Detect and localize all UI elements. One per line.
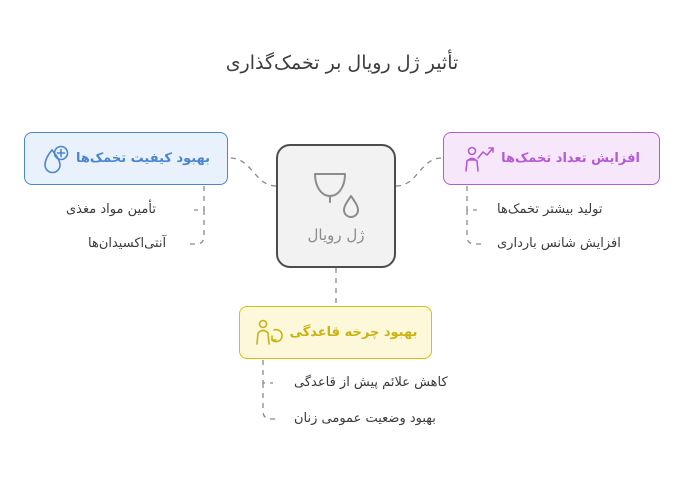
connector-cycle-item-1 (262, 360, 273, 384)
center-node: ژل رویال (276, 144, 396, 268)
center-label: ژل رویال (307, 226, 365, 244)
quality-item-1: تأمین مواد مغذی (66, 202, 156, 217)
branch-count-node: افزایش تعداد تخمک‌ها (443, 132, 660, 185)
branch-cycle-label: بهبود چرخه قاعدگی (289, 325, 418, 340)
branch-count-label: افزایش تعداد تخمک‌ها (501, 151, 640, 166)
diagram-title: تأثیر ژل رویال بر تخمک‌گذاری (225, 52, 459, 74)
menstrual-cup-icon (314, 173, 359, 218)
connector-center-count (395, 157, 443, 187)
connector-cycle-item-2 (262, 383, 279, 420)
person-growth-icon (465, 146, 494, 172)
connector-center-quality (229, 157, 277, 187)
branch-quality-label: بهبود کیفیت تخمک‌ها (75, 151, 211, 166)
count-item-2: افزایش شانس بارداری (497, 236, 621, 251)
connector-quality-item-2 (188, 210, 205, 245)
count-item-1: تولید بیشتر تخمک‌ها (497, 202, 603, 217)
connector-quality-item-1 (194, 186, 205, 211)
branch-cycle-node: بهبود چرخه قاعدگی (239, 306, 432, 359)
egg-plus-icon (44, 145, 69, 173)
connector-count-item-1 (466, 186, 477, 211)
branch-quality-node: بهبود کیفیت تخمک‌ها (24, 132, 228, 185)
connector-count-item-2 (466, 210, 483, 245)
quality-item-2: آنتی‌اکسیدان‌ها (88, 236, 167, 251)
person-cycle-icon (255, 319, 283, 345)
cycle-item-1: کاهش علائم پیش از قاعدگی (294, 375, 448, 390)
cycle-item-2: بهبود وضعیت عمومی زنان (294, 411, 436, 426)
